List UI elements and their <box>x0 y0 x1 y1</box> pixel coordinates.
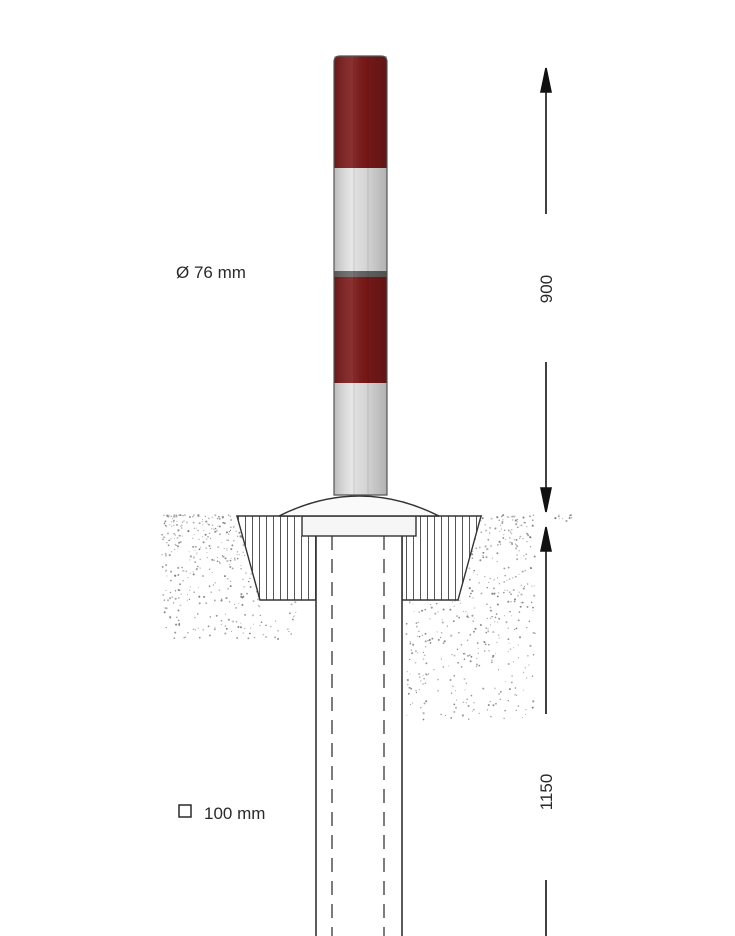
post-diameter-label: Ø 76 mm <box>176 263 246 282</box>
sleeve-size-label: 100 mm <box>178 804 265 823</box>
dome-cover <box>278 495 440 517</box>
ground-sleeve <box>315 536 403 936</box>
arrow-up-icon <box>540 526 552 552</box>
height-dimension-label: 900 <box>537 275 556 303</box>
bollard-post <box>333 55 388 496</box>
sleeve-cap-plate <box>301 515 417 537</box>
depth-dimension-label: 1150 <box>537 774 556 811</box>
square-icon <box>178 804 192 818</box>
svg-text:100 mm: 100 mm <box>204 804 265 823</box>
soil-stipple <box>161 514 573 721</box>
post-shading <box>334 56 387 495</box>
arrow-down-icon <box>540 487 552 513</box>
arrow-up-icon <box>540 67 552 93</box>
dimension-lines <box>540 67 552 936</box>
